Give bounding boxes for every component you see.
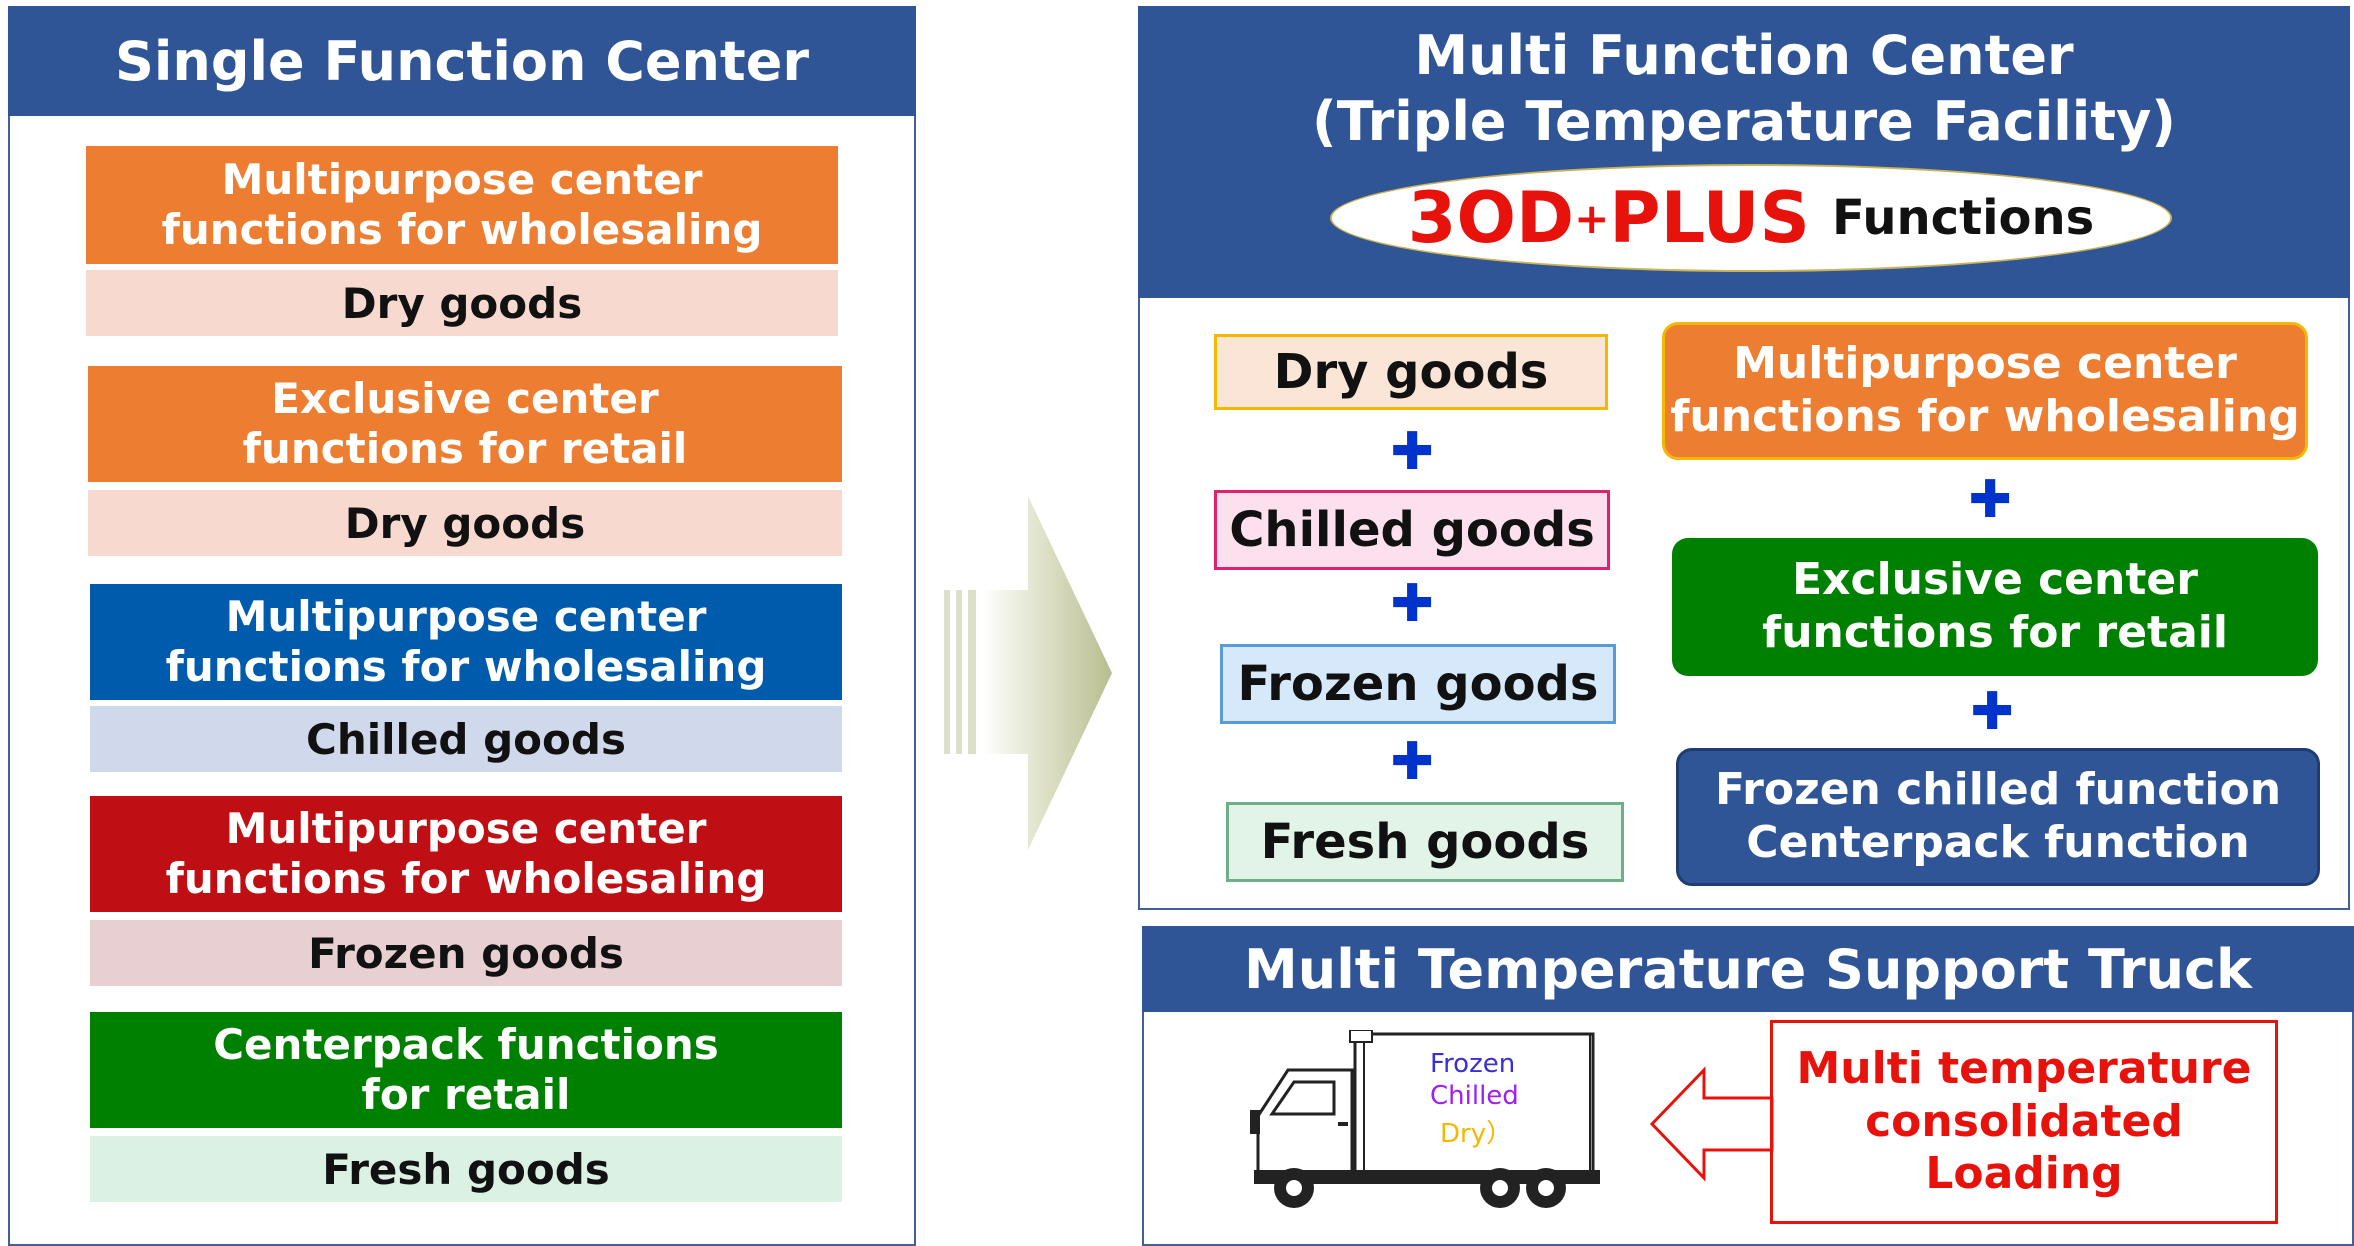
truck-icon bbox=[1250, 1030, 1600, 1208]
truck-label-chilled: Chilled bbox=[1430, 1081, 1519, 1111]
left-goods-label-5: Fresh goods bbox=[90, 1136, 842, 1202]
badge-3od: 3OD bbox=[1407, 177, 1575, 259]
badge-plus-word: PLUS bbox=[1609, 177, 1810, 259]
goods-box-fresh: Fresh goods bbox=[1226, 802, 1624, 882]
left-goods-label-1: Dry goods bbox=[86, 270, 838, 336]
multi-temperature-loading-box: Multi temperature consolidated Loading bbox=[1770, 1020, 2278, 1224]
left-function-band-1: Multipurpose center functions for wholes… bbox=[86, 146, 838, 264]
left-function-band-4: Multipurpose center functions for wholes… bbox=[90, 796, 842, 912]
goods-box-chilled: Chilled goods bbox=[1214, 490, 1610, 570]
badge-superscript-plus: + bbox=[1574, 193, 1610, 243]
function-box-wholesaling: Multipurpose center functions for wholes… bbox=[1662, 322, 2308, 460]
truck-panel: Multi Temperature Support Truck bbox=[1142, 926, 2354, 1246]
function-box-frozen-chilled-centerpack: Frozen chilled function Centerpack funct… bbox=[1676, 748, 2320, 886]
functions-badge: 3OD+PLUS Functions bbox=[1330, 164, 2172, 272]
goods-box-frozen: Frozen goods bbox=[1220, 644, 1616, 724]
function-box-retail: Exclusive center functions for retail bbox=[1672, 538, 2318, 676]
plus-icon-functions-2: ✚ bbox=[1970, 682, 2014, 742]
plus-icon-goods-2: ✚ bbox=[1390, 574, 1434, 634]
left-goods-label-2: Dry goods bbox=[88, 490, 842, 556]
left-function-band-2: Exclusive center functions for retail bbox=[88, 366, 842, 482]
single-function-center-title: Single Function Center bbox=[8, 6, 916, 116]
goods-box-dry: Dry goods bbox=[1214, 334, 1608, 410]
multi-function-center-title-line2: (Triple Temperature Facility) bbox=[1312, 89, 2176, 153]
multi-function-center-header: Multi Function Center (Triple Temperatur… bbox=[1138, 6, 2350, 298]
plus-icon-goods-3: ✚ bbox=[1390, 732, 1434, 792]
plus-icon-goods-1: ✚ bbox=[1390, 422, 1434, 482]
truck-panel-title: Multi Temperature Support Truck bbox=[1142, 926, 2354, 1012]
left-function-band-3: Multipurpose center functions for wholes… bbox=[90, 584, 842, 700]
plus-icon-functions-1: ✚ bbox=[1968, 470, 2012, 530]
left-goods-label-4: Frozen goods bbox=[90, 920, 842, 986]
multi-function-center-title-line1: Multi Function Center bbox=[1414, 23, 2074, 87]
left-function-band-5: Centerpack functions for retail bbox=[90, 1012, 842, 1128]
truck-label-frozen: Frozen bbox=[1430, 1049, 1516, 1079]
truck-label-dry: Dry） bbox=[1440, 1119, 1513, 1149]
badge-functions-word: Functions bbox=[1831, 190, 2095, 246]
transition-arrow-icon bbox=[944, 496, 1112, 850]
left-goods-label-3: Chilled goods bbox=[90, 706, 842, 772]
loading-arrow-icon bbox=[1649, 1066, 1774, 1182]
